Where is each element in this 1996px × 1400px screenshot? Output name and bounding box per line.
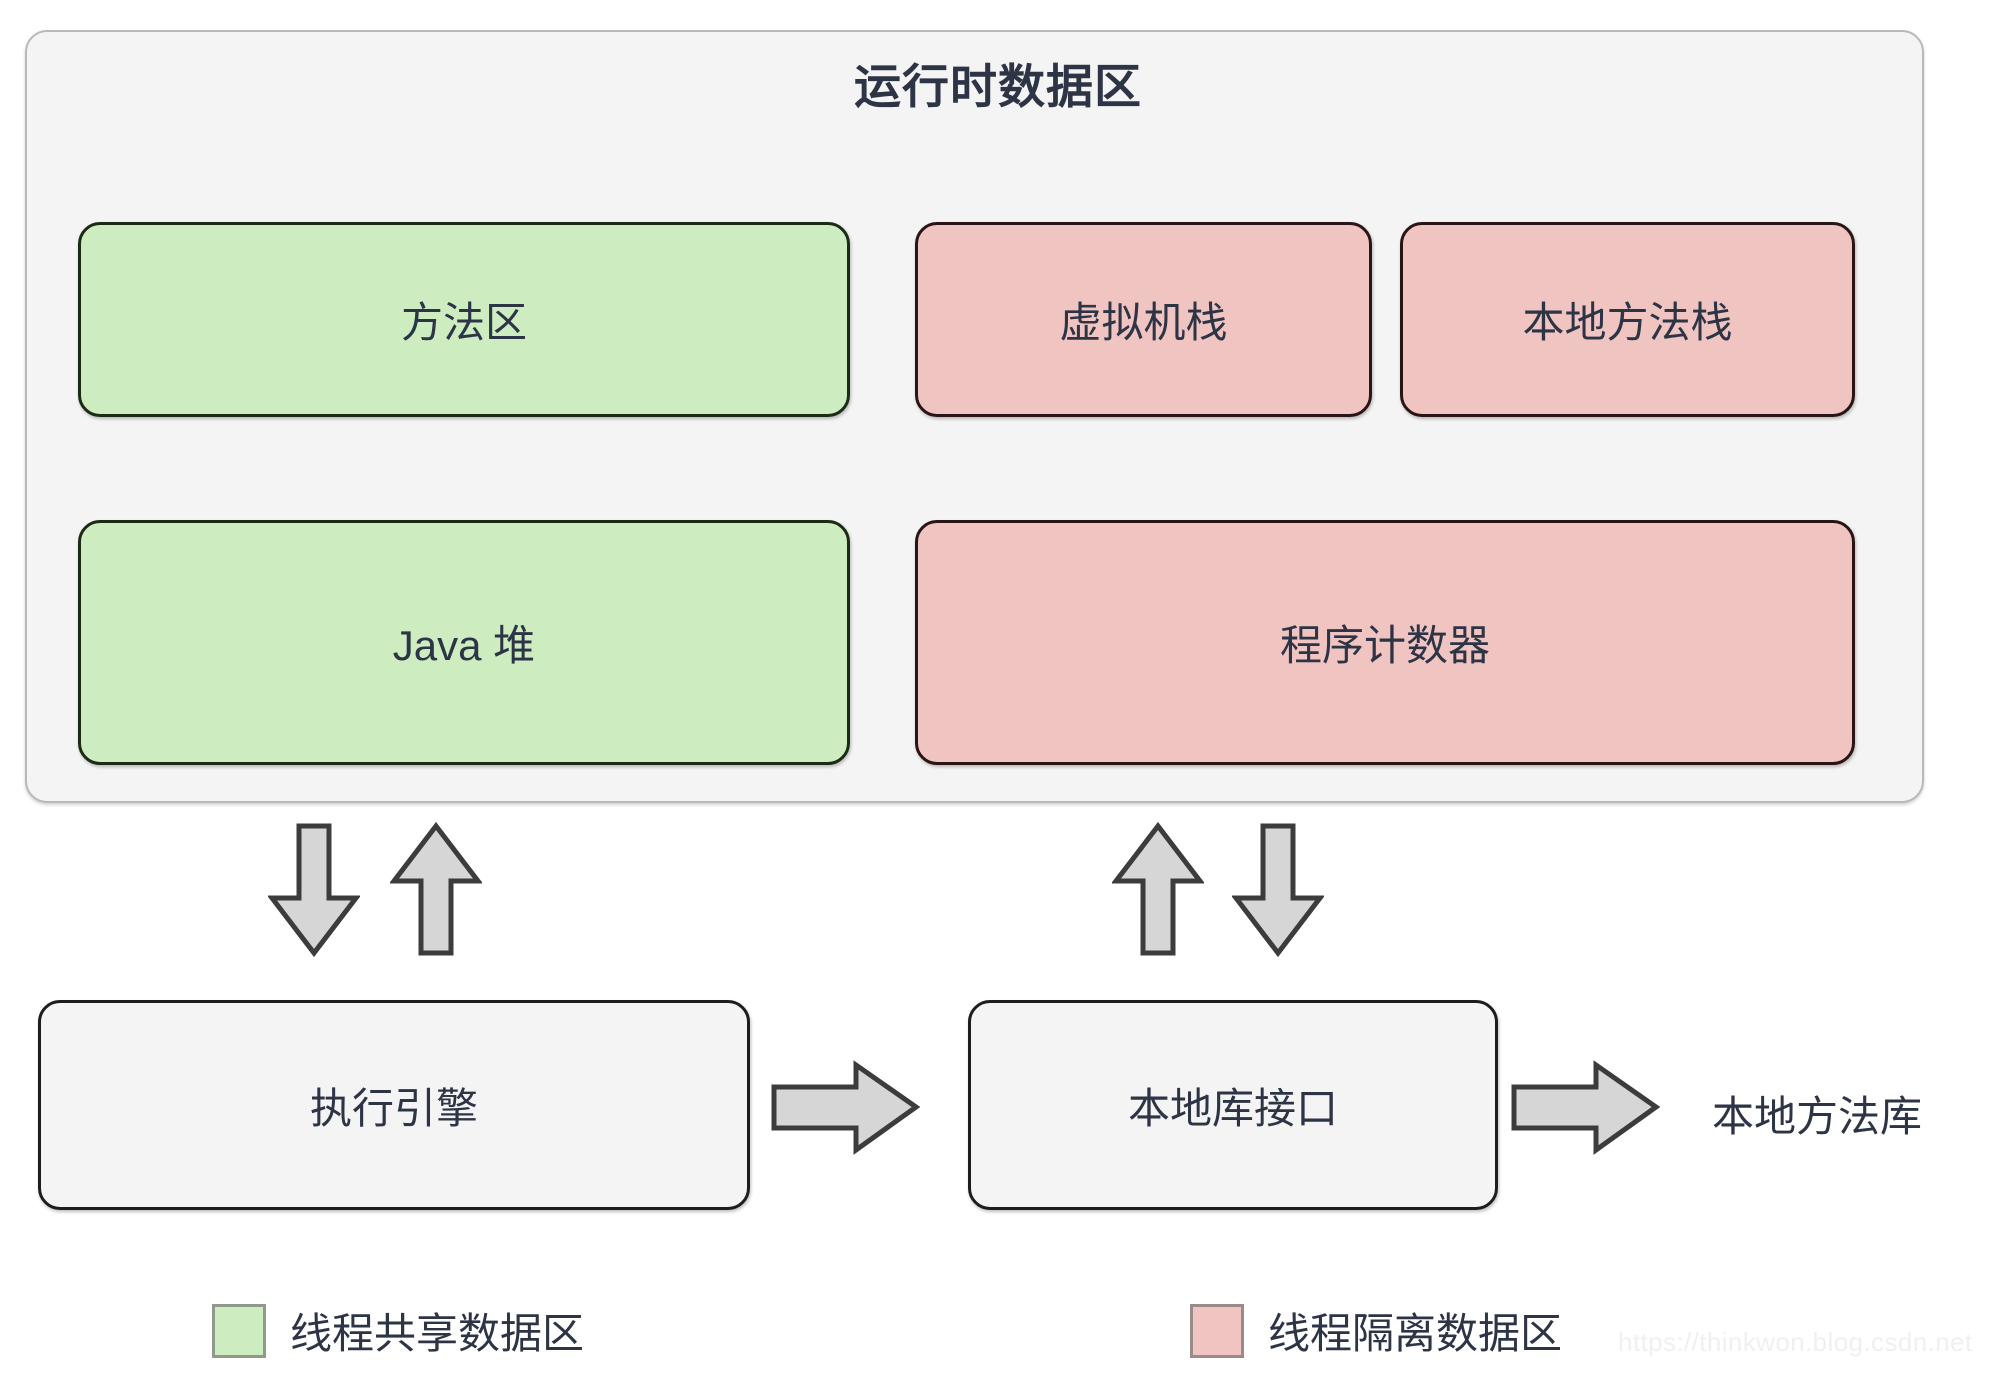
legend-item-thread-shared: 线程共享数据区	[212, 1300, 584, 1361]
legend-swatch-isolated-icon	[1190, 1303, 1244, 1358]
arrow-up-icon-jni-to-runtime	[1112, 822, 1204, 957]
legend-label-thread-shared: 线程共享数据区	[290, 1310, 585, 1357]
page-title: 运行时数据区	[854, 60, 1142, 113]
legend-label-thread-isolated: 线程隔离数据区	[1268, 1310, 1563, 1357]
label-native-method-library: 本地方法库	[1712, 1093, 1923, 1140]
box-execution-engine[interactable]: 执行引擎	[38, 1000, 750, 1210]
legend-swatch-shared-icon	[212, 1303, 266, 1358]
arrow-up-icon-engine-to-heap	[390, 822, 482, 957]
legend-item-thread-isolated: 线程隔离数据区	[1190, 1300, 1562, 1361]
arrow-down-icon-runtime-to-jni	[1232, 822, 1324, 957]
watermark-url: https://thinkwon.blog.csdn.net	[1618, 1327, 1973, 1357]
region-label-java-heap: Java 堆	[392, 622, 536, 669]
arrow-right-icon-jni-to-native-library	[1510, 1060, 1660, 1155]
region-label-program-counter: 程序计数器	[1279, 622, 1490, 669]
region-label-method-area: 方法区	[400, 299, 527, 346]
region-label-native-method-stack: 本地方法栈	[1522, 299, 1733, 346]
box-native-library-interface[interactable]: 本地库接口	[968, 1000, 1498, 1210]
region-box-method-area[interactable]: 方法区	[78, 222, 850, 417]
label-native-library-interface: 本地库接口	[1127, 1084, 1338, 1132]
region-box-java-heap[interactable]: Java 堆	[78, 520, 850, 765]
region-label-vm-stack: 虚拟机栈	[1059, 299, 1228, 346]
region-box-native-method-stack[interactable]: 本地方法栈	[1400, 222, 1855, 417]
arrow-down-icon-heap-to-engine	[268, 822, 360, 957]
region-box-vm-stack[interactable]: 虚拟机栈	[915, 222, 1372, 417]
label-execution-engine: 执行引擎	[309, 1084, 478, 1132]
region-box-program-counter[interactable]: 程序计数器	[915, 520, 1855, 765]
arrow-right-icon-engine-to-jni	[770, 1060, 920, 1155]
